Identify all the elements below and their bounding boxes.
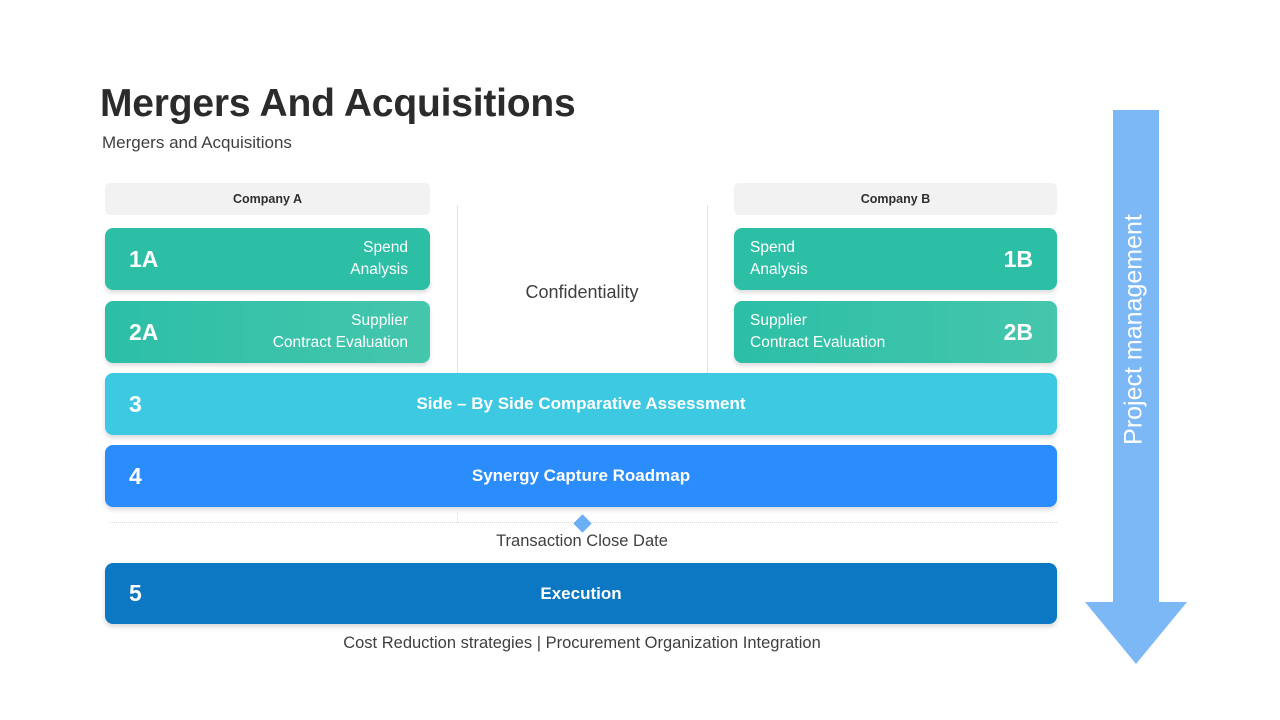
step-label-1b-line2: Analysis: [750, 261, 808, 278]
step-number-2b: 2B: [1003, 318, 1033, 345]
milestone-diamond-icon: [573, 514, 592, 533]
step-label-2a: Supplier Contract Evaluation: [273, 310, 408, 355]
company-b-label: Company B: [860, 192, 931, 206]
step-box-1b[interactable]: Spend Analysis 1B: [734, 228, 1057, 290]
divider-right: [707, 205, 708, 373]
step-number-2a: 2A: [129, 318, 159, 345]
stage-bar-4[interactable]: 4 Synergy Capture Roadmap: [105, 445, 1057, 507]
step-label-1a-line1: Spend: [363, 238, 408, 256]
step-label-2b-line1: Supplier: [750, 311, 807, 329]
step-box-2b[interactable]: Supplier Contract Evaluation 2B: [734, 301, 1057, 363]
step-box-2a[interactable]: 2A Supplier Contract Evaluation: [105, 301, 430, 363]
page-subtitle: Mergers and Acquisitions: [102, 133, 292, 152]
page-title: Mergers And Acquisitions: [100, 82, 576, 125]
step-label-2b: Supplier Contract Evaluation: [750, 310, 885, 355]
step-label-2a-line2: Contract Evaluation: [272, 334, 408, 351]
step-label-1a: Spend Analysis: [350, 237, 408, 282]
step-label-2a-line1: Supplier: [351, 311, 408, 329]
stage-label-4: Synergy Capture Roadmap: [471, 466, 691, 485]
step-number-1a: 1A: [129, 245, 159, 272]
stage-number-5: 5: [129, 580, 142, 606]
step-label-1b-line1: Spend: [750, 238, 795, 256]
stage-number-3: 3: [129, 390, 142, 417]
stage-label-5: Execution: [540, 583, 622, 603]
step-label-1a-line2: Analysis: [350, 261, 408, 278]
company-a-label: Company A: [233, 192, 302, 206]
arrow-down-icon: [1085, 602, 1187, 664]
divider-left: [457, 205, 458, 373]
step-number-1b: 1B: [1003, 245, 1033, 272]
project-management-arrow: Project management: [1085, 110, 1187, 664]
column-header-company-a: Company A: [105, 183, 430, 215]
stage-bar-5[interactable]: 5 Execution: [105, 563, 1057, 624]
column-header-company-b: Company B: [734, 183, 1057, 215]
milestone-tick: [457, 512, 458, 523]
footer-note: Cost Reduction strategies | Procurement …: [343, 634, 821, 652]
confidentiality-label: Confidentiality: [525, 282, 639, 302]
step-label-2b-line2: Contract Evaluation: [750, 334, 886, 351]
arrow-label: Project management: [1119, 214, 1148, 445]
stage-number-4: 4: [129, 462, 142, 489]
arrow-shaft: [1113, 110, 1159, 603]
stage-bar-3[interactable]: 3 Side – By Side Comparative Assessment: [105, 373, 1057, 435]
step-box-1a[interactable]: 1A Spend Analysis: [105, 228, 430, 290]
stage-label-3: Side – By Side Comparative Assessment: [416, 394, 746, 413]
milestone-label: Transaction Close Date: [496, 532, 668, 550]
step-label-1b: Spend Analysis: [750, 237, 808, 282]
